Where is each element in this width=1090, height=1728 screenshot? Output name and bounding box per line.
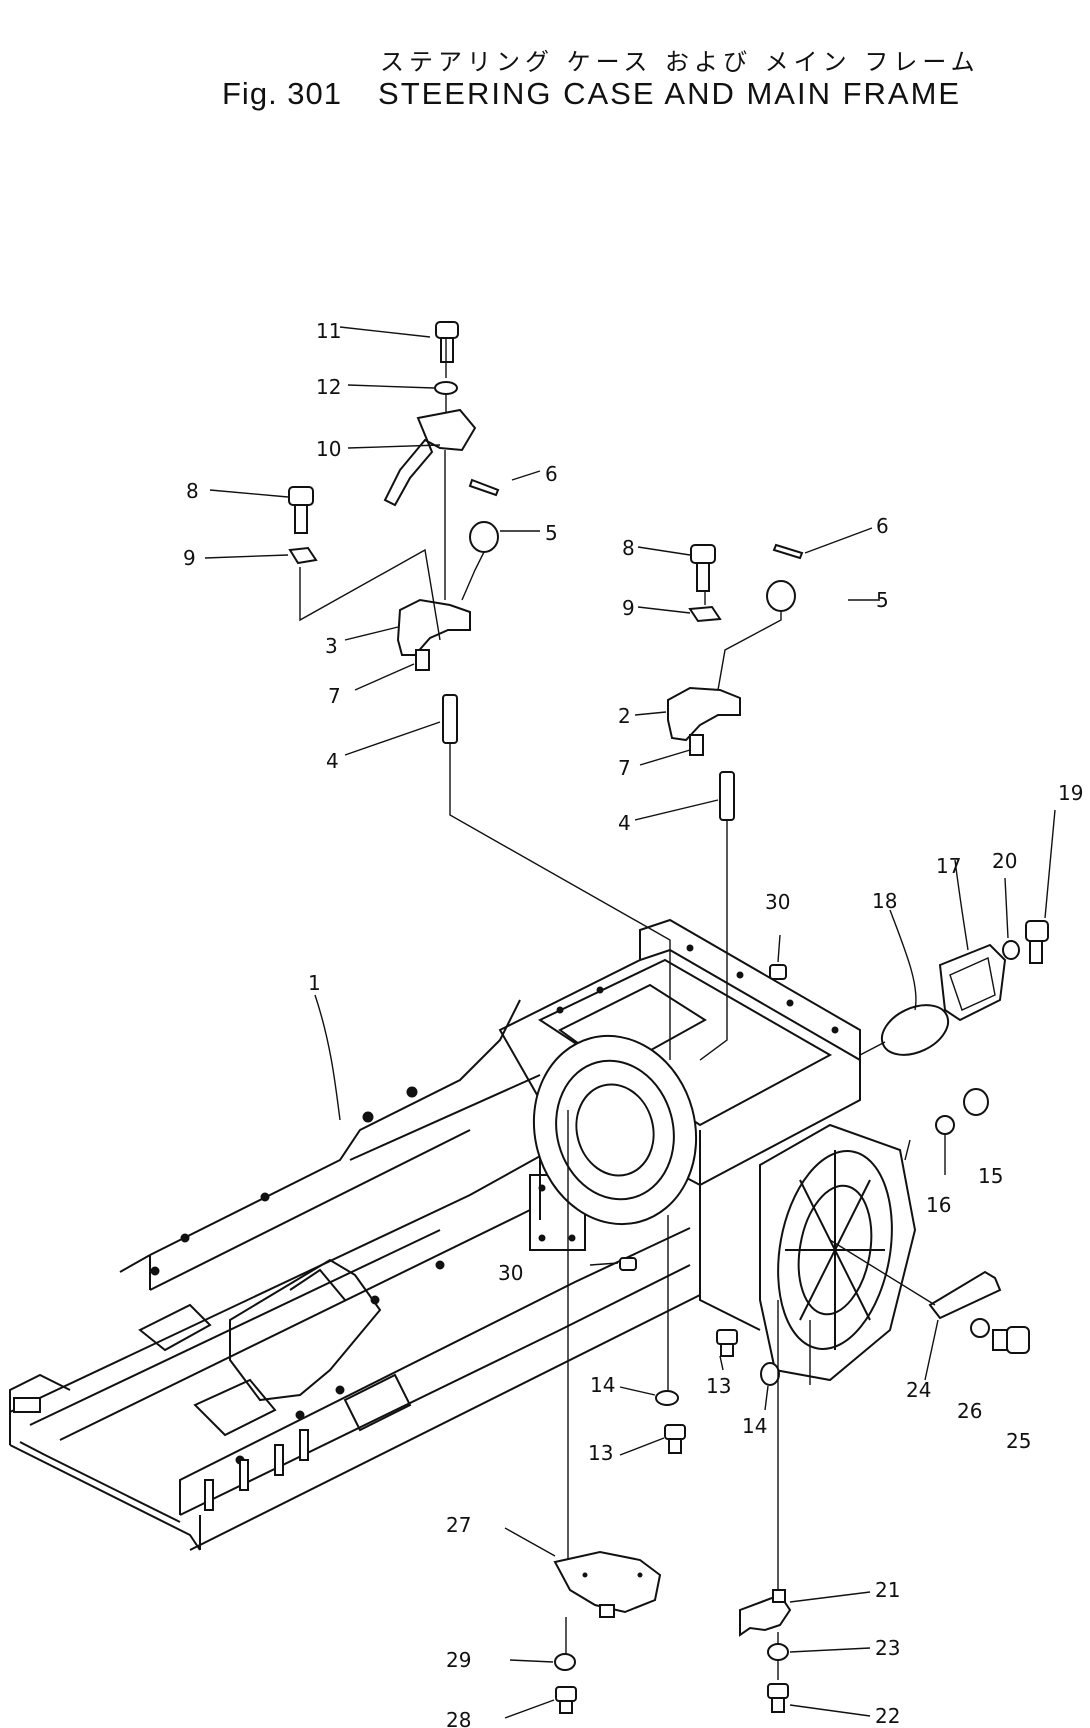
left-bearing-housing [532, 1034, 698, 1226]
part-8-bolt-right [690, 544, 716, 592]
callout-6a: 6 [545, 462, 558, 486]
part-9-plate-left [288, 546, 318, 565]
callout-21: 21 [875, 1578, 900, 1602]
part-10-lever [383, 408, 477, 507]
callout-14a: 14 [590, 1373, 615, 1397]
steering-case [498, 918, 917, 1382]
callout-3: 3 [325, 634, 338, 658]
callout-17: 17 [936, 854, 961, 878]
figure-number: Fig. 301 [222, 76, 343, 111]
part-23-washer [767, 1643, 789, 1661]
part-3-arm [396, 598, 471, 656]
part-28-plug [555, 1686, 577, 1714]
part-15-nut [963, 1088, 989, 1116]
callout-labels: 11 12 10 8 9 6 5 3 7 4 8 9 6 5 2 7 4 30 … [183, 319, 1083, 1728]
callout-8b: 8 [622, 536, 635, 560]
callout-11: 11 [316, 319, 341, 343]
part-30-dowel-lower [619, 1257, 637, 1271]
callout-1: 1 [308, 971, 321, 995]
part-24-pin [928, 1270, 1002, 1320]
callout-12: 12 [316, 375, 341, 399]
part-7-key-right [689, 734, 704, 756]
part-18-gasket [880, 1004, 950, 1056]
callout-4a: 4 [326, 749, 339, 773]
figure-title: Fig. 301 STEERING CASE AND MAIN FRAME [222, 76, 961, 112]
callout-10: 10 [316, 437, 341, 461]
part-9-plate-right [688, 605, 722, 623]
callout-9a: 9 [183, 546, 196, 570]
part-4-stud-left [442, 694, 458, 744]
part-13-plug-upper [716, 1329, 738, 1357]
case-rim-bolts [556, 944, 839, 1034]
callout-16: 16 [926, 1193, 951, 1217]
callout-26: 26 [957, 1399, 982, 1423]
callout-24: 24 [906, 1378, 931, 1402]
callout-9b: 9 [622, 596, 635, 620]
right-lever-group [667, 543, 804, 1061]
part-5-nut-right [766, 580, 796, 612]
callout-29: 29 [446, 1648, 471, 1672]
main-frame [9, 994, 701, 1551]
callout-7a: 7 [328, 684, 341, 708]
part-16-washer [935, 1115, 955, 1135]
part-21-fitting [739, 1589, 792, 1637]
callout-27: 27 [446, 1513, 471, 1537]
part-5-nut-left [469, 521, 499, 553]
callout-5b: 5 [876, 588, 889, 612]
part-14-oring-right [760, 1362, 780, 1386]
lower-parts [553, 1110, 811, 1714]
part-6-pin-right [772, 543, 804, 560]
callout-5a: 5 [545, 521, 558, 545]
callout-6b: 6 [876, 514, 889, 538]
part-12-washer [434, 381, 458, 395]
callout-19: 19 [1058, 781, 1083, 805]
part-22-plug [767, 1683, 789, 1713]
part-26-washer [970, 1318, 990, 1338]
part-14-oring-left [655, 1390, 679, 1406]
left-lever-group [288, 321, 671, 1060]
part-25-bolt [992, 1326, 1030, 1354]
callout-13a: 13 [706, 1374, 731, 1398]
part-7-key-left [415, 649, 430, 671]
part-4-stud-right [719, 771, 735, 821]
part-13-plug-lower [664, 1424, 686, 1454]
figure-title-text: STEERING CASE AND MAIN FRAME [378, 76, 962, 111]
callout-28: 28 [446, 1708, 471, 1728]
title-japanese: ステアリング ケース および メイン フレーム [380, 48, 980, 76]
part-8-bolt-left [288, 486, 314, 534]
callout-20: 20 [992, 849, 1017, 873]
part-30-dowel-top [769, 964, 787, 980]
callout-4b: 4 [618, 811, 631, 835]
callout-15: 15 [978, 1164, 1003, 1188]
part-2-arm [667, 686, 741, 742]
part-27-cover-plate [553, 1550, 662, 1618]
part-20-washer [1002, 940, 1020, 960]
part-11-bolt [435, 321, 459, 363]
callout-30a: 30 [765, 890, 790, 914]
callout-23: 23 [875, 1636, 900, 1660]
callout-18: 18 [872, 889, 897, 913]
callout-8a: 8 [186, 479, 199, 503]
callout-22: 22 [875, 1704, 900, 1728]
right-end-flange [759, 1123, 917, 1382]
part-19-bolt [1025, 920, 1049, 964]
callout-30b: 30 [498, 1261, 523, 1285]
callout-2: 2 [618, 704, 631, 728]
callout-7b: 7 [618, 756, 631, 780]
callout-14b: 14 [742, 1414, 767, 1438]
callout-13b: 13 [588, 1441, 613, 1465]
leader-lines [204, 326, 880, 1719]
callout-25: 25 [1006, 1429, 1031, 1453]
part-6-pin-left [468, 478, 500, 497]
part-29-washer [554, 1653, 576, 1671]
cover-group [769, 809, 1056, 1381]
part-17-cover [938, 943, 1007, 1022]
